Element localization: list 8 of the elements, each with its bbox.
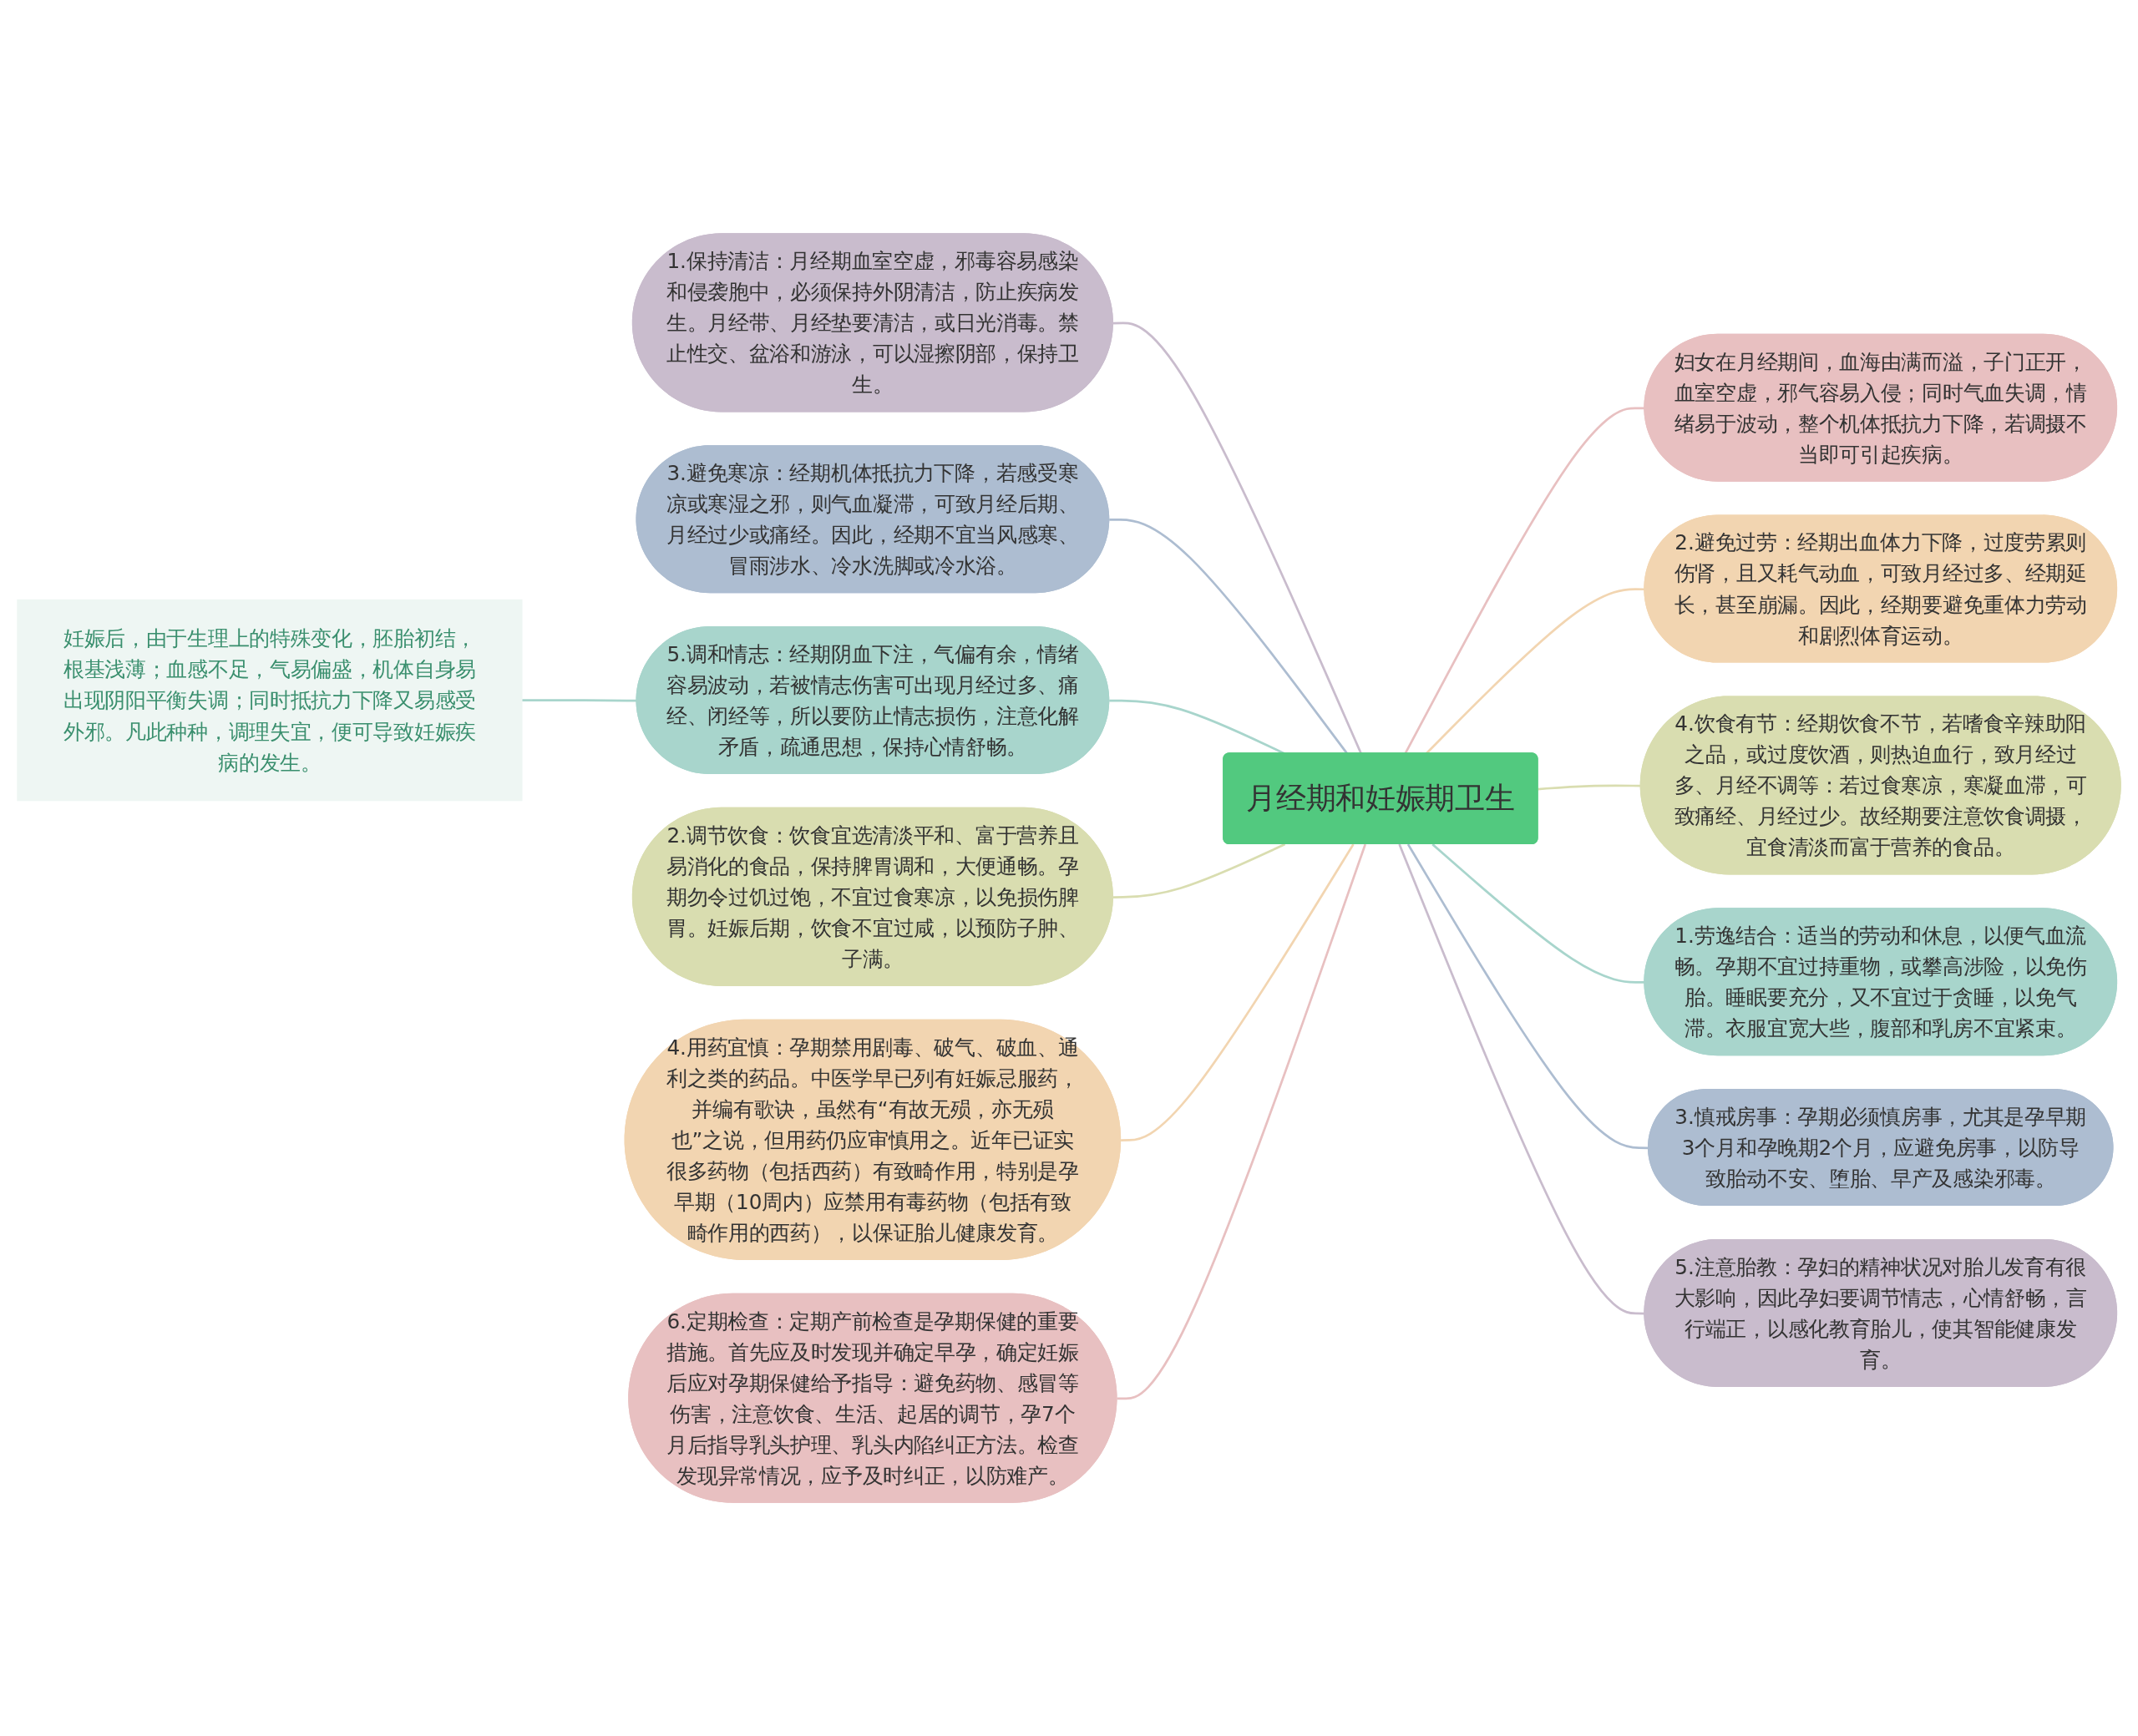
- connector: [1398, 843, 1645, 1315]
- connector: [1121, 843, 1355, 1141]
- node-box: [17, 599, 523, 802]
- connector: [1431, 843, 1645, 984]
- connector: [1117, 843, 1367, 1400]
- mind-map-drawing: 月经期和妊娠期卫生 1.保持清洁：月经期血室空虚，邪毒容易感染和侵袭胞中，必须保持外阴清洁，防止疾病发生。月经带、月经垫要清洁，或日光消毒。禁止性交、盆浴和游泳，可以湿擦阴部，保持卫生。 3.避免寒凉：经期机体抵抗力下降，若感受寒凉或寒湿之邪，则气血凝滞，可致月经后期、月经过少或痛经。因此，经期不宜当风感寒、冒雨涉水、冷水洗脚或冷水浴。 5.调和情志：经期阴血下注，气偏有余，情绪容易波动，若被情志伤害可出现月经过多、痛经、闭经等，所以要防止情志损伤，注意化解矛盾，疏通思想，保持心情舒畅。 妊娠后，由于生理上的特殊变化，胚胎初结，根基浅薄；血感不足，气易偏盛，机体自身易出现阴阳平衡失调；同时抵抗力下降又易感受外邪。凡此种种，调理失宜，便可导致妊娠疾病的发生。 2.调节饮食：饮食宜选清淡平和、富于营养且易消化的食品，保持脾胃调和，大便通畅。孕期勿令过饥过饱，不宜过食寒凉，以免损伤脾胃。妊娠后期，饮食不宜过咸，以预防子肿、子满。 4.用药宜慎：孕期禁用剧毒、破气、破血、通利之类的药品。中医学早已列有妊娠忌服药，并编有歌诀，虽然有“有故无殒，亦无殒也”之说，但用药仍应审慎用之。近年已证实很多药物（包括西药）有致畸作用，特别是孕早期（10周内）应禁用有毒药物（包括有致畸作用的西药），以保证胎儿健康发育。 6.定期检查：定期产前检查是孕期保健的重要措施。首先应及时发现并确定早孕，确定妊娠后应对孕期保健给予指导：避免药物、感冒等伤害，注意饮食、生活、起居的调节，孕7个月后指导乳头护理、乳头内陷纠正方法。检查发现异常情况，应予及时纠正，以防难产。 妇女在月经期间，血海由满而溢，子门正开，血室空虚，邪气容易入侵；同时气血失调，情绪易于波动，整个机体抵抗力下降，若调摄不当即可引起疾病。 2.避免过劳：经期出血体力下降，过度劳累则伤肾，且又耗气动血，可致月经过多、经期延长，甚至崩漏。因此，经期要避免重体力劳动和剧烈体育运动。 4.饮食有节：经期饮食不节，若嗜食辛辣助阳之品，或过度饮酒，则热迫血行，致月经过多、月经不调等：若过食寒凉，寒凝血滞，可致痛经、月经过少。故经期要注意饮食调摄，宜食清淡而富于营养的食品。 1.劳逸结合：适当的劳动和休息，以便气血流畅。孕期不宜过持重物，或攀高涉险，以免伤胎。睡眠要充分，又不宜过于贪睡，以免气滞。衣服宜宽大些，腹部和乳房不宜紧束。 3.慎戒房事：孕期必须慎房事，尤其是孕早期3个月和孕晚期2个月，应避免房事，以防导致胎动不安、堕胎、早产及感染邪毒。 5.注意胎教：孕妇的精神状况对胎儿发育有很大影响，因此孕妇要调节情志，心情舒畅，言行端正，以感化教育胎儿，使其智能健康发育。: [8, 224, 2130, 1512]
- connector: [1112, 843, 1286, 898]
- connector: [521, 699, 637, 702]
